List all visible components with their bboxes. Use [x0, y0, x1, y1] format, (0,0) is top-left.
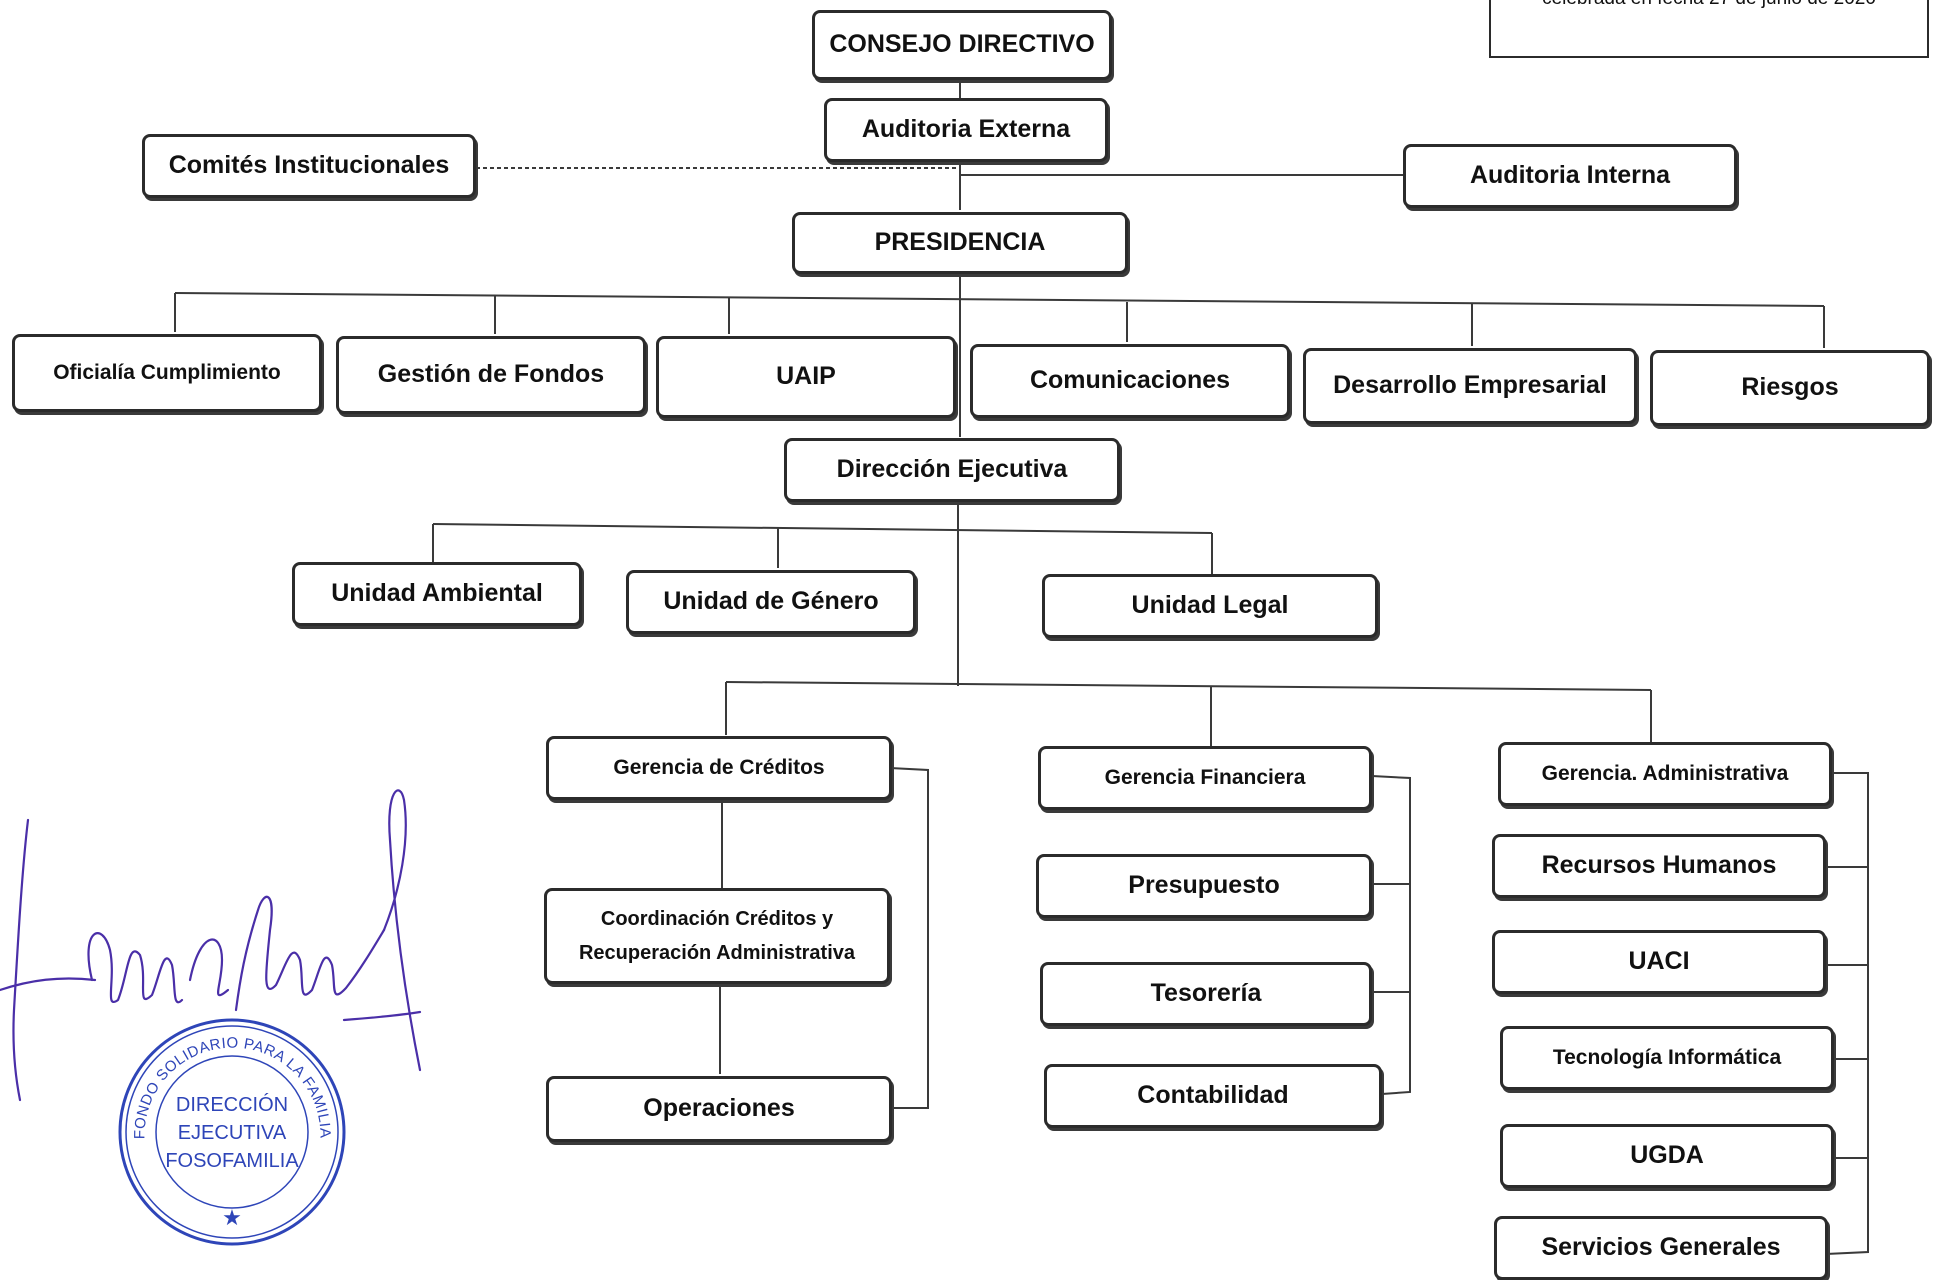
approval-note-box: celebrada en fecha 27 de junio de 2020	[1489, 0, 1929, 58]
node-unidad-de-genero: Unidad de Género	[626, 570, 916, 634]
node-contabilidad: Contabilidad	[1044, 1064, 1382, 1128]
node-recursos-humanos: Recursos Humanos	[1492, 834, 1826, 898]
node-presidencia: PRESIDENCIA	[792, 212, 1128, 274]
seal-line-2: EJECUTIVA	[178, 1122, 287, 1144]
seal-line-3: FOSOFAMILIA	[165, 1150, 299, 1172]
node-gerencia-administrativa: Gerencia. Administrativa	[1498, 742, 1832, 806]
node-servicios-generales: Servicios Generales	[1494, 1216, 1828, 1280]
seal-line-1: DIRECCIÓN	[176, 1093, 288, 1116]
node-tecnologia-informatica: Tecnología Informática	[1500, 1026, 1834, 1090]
node-auditoria-externa: Auditoria Externa	[824, 98, 1108, 162]
node-presupuesto: Presupuesto	[1036, 854, 1372, 918]
node-desarrollo-empresarial: Desarrollo Empresarial	[1303, 348, 1637, 424]
node-operaciones: Operaciones	[546, 1076, 892, 1142]
approval-note-text: celebrada en fecha 27 de junio de 2020	[1491, 0, 1927, 10]
node-gerencia-financiera: Gerencia Financiera	[1038, 746, 1372, 810]
node-uaip: UAIP	[656, 336, 956, 418]
node-ugda: UGDA	[1500, 1124, 1834, 1188]
node-comunicaciones: Comunicaciones	[970, 344, 1290, 418]
node-gestion-de-fondos: Gestión de Fondos	[336, 336, 646, 414]
node-coordinacion-creditos: Coordinación Créditos y Recuperación Adm…	[544, 888, 890, 984]
coordinacion-line-2: Recuperación Administrativa	[578, 942, 855, 964]
node-gerencia-de-creditos: Gerencia de Créditos	[546, 736, 892, 800]
node-auditoria-interna: Auditoria Interna	[1403, 144, 1737, 208]
node-unidad-ambiental: Unidad Ambiental	[292, 562, 582, 626]
handwritten-signature	[0, 789, 422, 1102]
node-oficialia-cumplimiento: Oficialía Cumplimiento	[12, 334, 322, 412]
coordinacion-line-1: Coordinación Créditos y	[600, 908, 834, 930]
node-tesoreria: Tesorería	[1040, 962, 1372, 1026]
node-riesgos: Riesgos	[1650, 350, 1930, 426]
seal-star-icon: ★	[222, 1206, 242, 1231]
official-seal: FONDO SOLIDARIO PARA LA FAMILIA MICRO EM…	[115, 1015, 346, 1246]
node-unidad-legal: Unidad Legal	[1042, 574, 1378, 638]
node-comites-institucionales: Comités Institucionales	[142, 134, 476, 198]
node-uaci: UACI	[1492, 930, 1826, 994]
node-direccion-ejecutiva: Dirección Ejecutiva	[784, 438, 1120, 502]
node-consejo-directivo: CONSEJO DIRECTIVO	[812, 10, 1112, 80]
